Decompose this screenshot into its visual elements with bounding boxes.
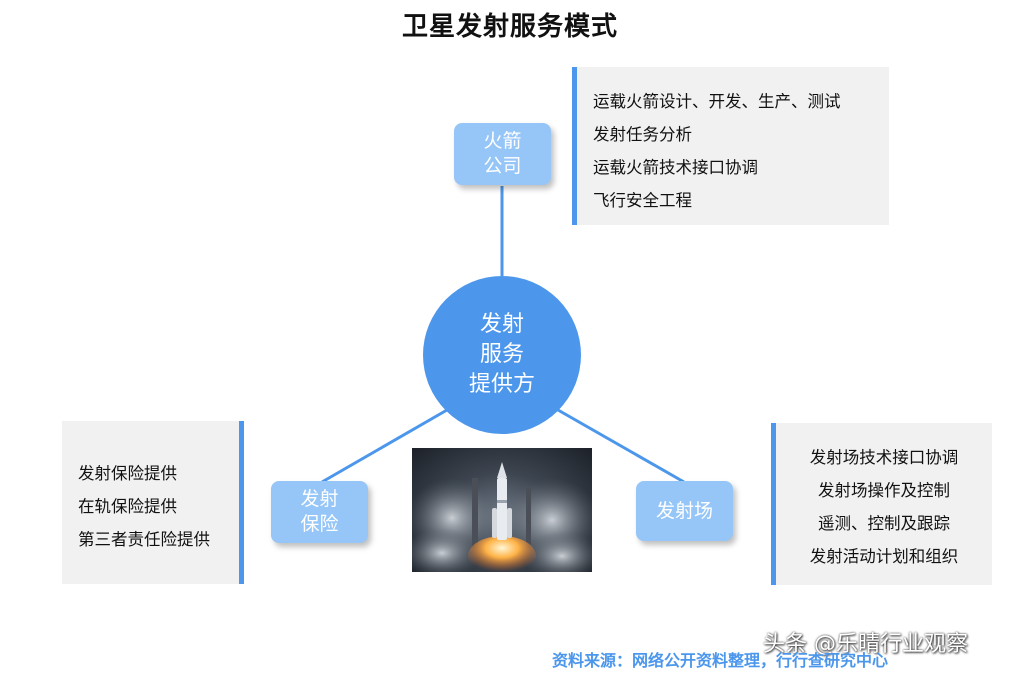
node-label: 发射场: [656, 499, 713, 524]
panel-item: 在轨保险提供: [78, 490, 239, 523]
panel-rocket-company: 运载火箭设计、开发、生产、测试 发射任务分析 运载火箭技术接口协调 飞行安全工程: [572, 67, 889, 225]
rocket-launch-image: [412, 448, 592, 572]
panel-item: 发射场操作及控制: [776, 474, 992, 507]
node-label: 发射: [300, 487, 338, 512]
source-note: 资料来源：网络公开资料整理，行行查研究中心: [552, 647, 888, 671]
node-insurance: 发射 保险: [271, 481, 368, 543]
node-label: 公司: [483, 154, 521, 179]
hub-line: 提供方: [469, 370, 535, 400]
panel-item: 飞行安全工程: [593, 184, 889, 217]
panel-launch-site: 发射场技术接口协调 发射场操作及控制 遥测、控制及跟踪 发射活动计划和组织: [771, 423, 992, 585]
panel-item: 发射保险提供: [78, 457, 239, 490]
panel-item: 发射场技术接口协调: [776, 441, 992, 474]
panel-item: 发射活动计划和组织: [776, 540, 992, 573]
hub-line: 服务: [480, 340, 524, 370]
hub-line: 发射: [480, 310, 524, 340]
panel-item: 第三者责任险提供: [78, 523, 239, 556]
panel-item: 遥测、控制及跟踪: [776, 507, 992, 540]
panel-item: 运载火箭技术接口协调: [593, 151, 889, 184]
panel-item: 发射任务分析: [593, 118, 889, 151]
hub-launch-service-provider: 发射 服务 提供方: [423, 276, 581, 434]
node-rocket-company: 火箭 公司: [454, 123, 551, 185]
panel-item: 运载火箭设计、开发、生产、测试: [593, 85, 889, 118]
panel-insurance: 发射保险提供 在轨保险提供 第三者责任险提供: [62, 421, 244, 584]
node-launch-site: 发射场: [636, 481, 733, 541]
node-label: 保险: [300, 512, 338, 537]
node-label: 火箭: [483, 129, 521, 154]
